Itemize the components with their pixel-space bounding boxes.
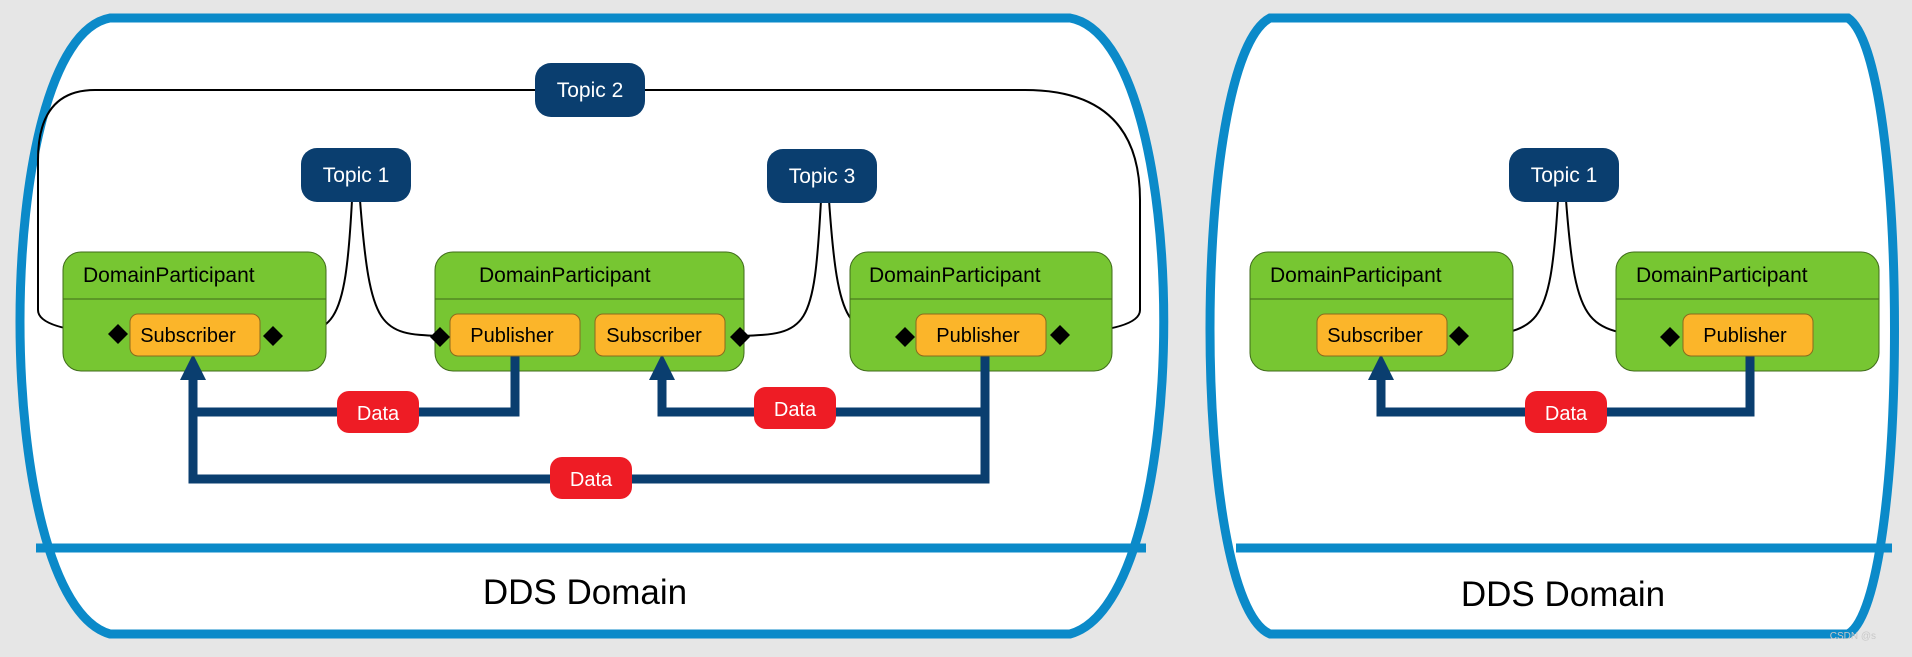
right-topic-node-1 (1509, 148, 1619, 202)
data-label-1: Data (357, 403, 400, 425)
right-data-label: Data (1545, 403, 1588, 425)
right-arrowhead-to-subscriber (1368, 354, 1394, 380)
publisher-label-2: Publisher (936, 325, 1020, 347)
participant-label-2: DomainParticipant (479, 264, 651, 287)
publisher-2 (915, 313, 1047, 357)
arrowhead-to-subscriber-1 (180, 354, 206, 380)
participant-label-1: DomainParticipant (83, 264, 255, 287)
publisher-1 (449, 313, 581, 357)
subscriber-1 (129, 313, 261, 357)
arrowhead-to-subscriber-2 (649, 354, 675, 380)
data-label-3: Data (570, 469, 613, 491)
topic-label-1: Topic 1 (323, 164, 390, 187)
topic-node-1 (301, 148, 411, 202)
right-domain-boundary (1205, 13, 1899, 639)
right-publisher (1682, 313, 1814, 357)
data-label-box-2 (754, 387, 836, 429)
right-data-label-box (1525, 391, 1607, 433)
topic-node-3 (767, 149, 877, 203)
left-endpoint-diamonds (108, 324, 1070, 347)
watermark: CSDN @s (1829, 631, 1876, 642)
participant-label-3: DomainParticipant (869, 264, 1041, 287)
subscriber-2 (594, 313, 726, 357)
right-topic-label-1: Topic 1 (1531, 164, 1598, 187)
right-subscriber (1316, 313, 1448, 357)
data-label-2: Data (774, 399, 817, 421)
right-publisher-label: Publisher (1703, 325, 1787, 347)
right-participant-label-2: DomainParticipant (1636, 264, 1808, 287)
data-label-box-1 (337, 391, 419, 433)
subscriber-label-2: Subscriber (606, 325, 702, 347)
right-domain-label: DDS Domain (1461, 575, 1665, 614)
right-domain: DDS Domain Topic 1 DomainParticipant Dom… (1205, 13, 1899, 639)
topic-node-2 (535, 63, 645, 117)
left-domain-label: DDS Domain (483, 573, 687, 612)
right-endpoint-diamonds (1449, 326, 1680, 347)
right-subscriber-label: Subscriber (1327, 325, 1423, 347)
left-domain: DDS Domain Topic 2 Topic 1 Topic 3 Domai… (15, 13, 1169, 639)
right-participant-label-1: DomainParticipant (1270, 264, 1442, 287)
data-label-box-3 (550, 457, 632, 499)
publisher-label-1: Publisher (470, 325, 554, 347)
topic-label-2: Topic 2 (557, 79, 624, 102)
subscriber-label-1: Subscriber (140, 325, 236, 347)
topic-label-3: Topic 3 (789, 165, 856, 188)
